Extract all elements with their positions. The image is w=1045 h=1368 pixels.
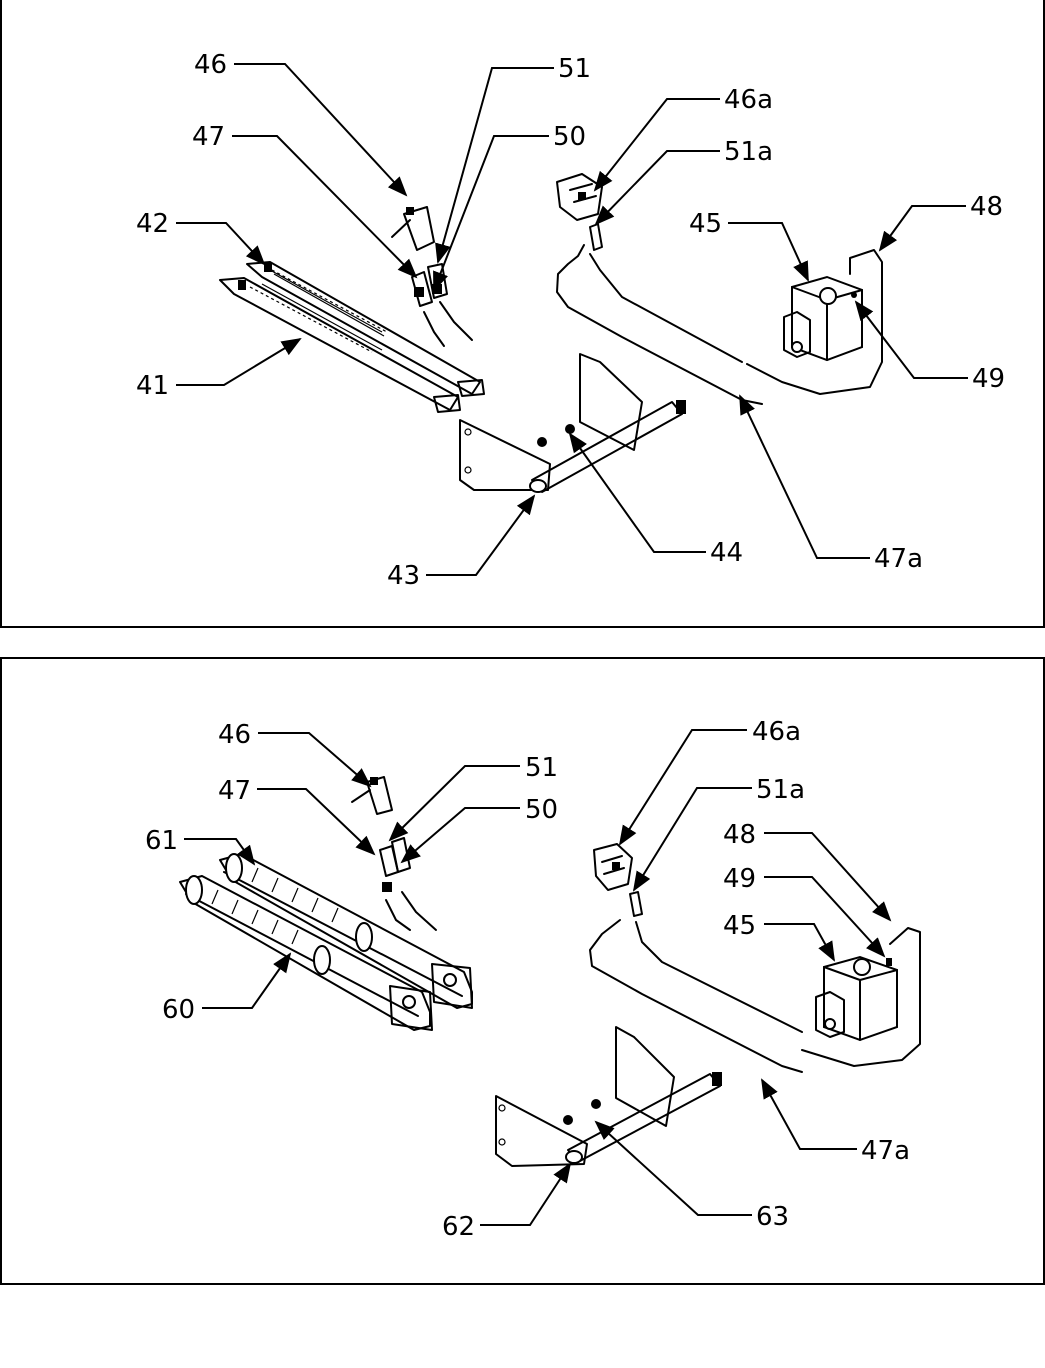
leader-lines — [184, 729, 892, 1226]
callout-51: 51 — [558, 54, 591, 84]
leader-lines — [176, 63, 968, 576]
pilot-assembly-alt — [556, 173, 763, 405]
callout-46a: 46a — [724, 85, 773, 115]
gas-valve — [801, 927, 921, 1067]
callout-49: 49 — [972, 364, 1005, 394]
callout-48: 48 — [970, 192, 1003, 222]
callout-51: 51 — [525, 753, 558, 783]
callout-51a: 51a — [756, 775, 805, 805]
callout-47: 47 — [192, 122, 225, 152]
callout-41: 41 — [136, 371, 169, 401]
bottom-parts-diagram: 46 46a 51 47 50 51a 61 48 49 45 60 47a 6… — [145, 717, 921, 1242]
callout-51a: 51a — [724, 137, 773, 167]
callout-45: 45 — [723, 911, 756, 941]
bottom-parts-diagram-panel: 46 46a 51 47 50 51a 61 48 49 45 60 47a 6… — [0, 657, 1045, 1285]
callout-63: 63 — [756, 1202, 789, 1232]
gas-manifold — [495, 1026, 722, 1167]
gas-manifold — [459, 353, 686, 493]
callout-labels: 46 46a 51 47 50 51a 61 48 49 45 60 47a 6… — [145, 717, 910, 1242]
callout-labels: 46 51 47 50 46a 51a 42 45 48 41 49 43 44… — [136, 50, 1005, 591]
callout-50: 50 — [525, 795, 558, 825]
callout-47a: 47a — [874, 544, 923, 574]
callout-47a: 47a — [861, 1136, 910, 1166]
pilot-assembly — [391, 206, 473, 347]
callout-46: 46 — [194, 50, 227, 80]
callout-43: 43 — [387, 561, 420, 591]
callout-62: 62 — [442, 1212, 475, 1242]
callout-50: 50 — [553, 122, 586, 152]
gas-valve — [746, 249, 883, 395]
callout-49: 49 — [723, 864, 756, 894]
callout-47: 47 — [218, 776, 251, 806]
callout-42: 42 — [136, 209, 169, 239]
pilot-assembly — [351, 776, 437, 931]
callout-60: 60 — [162, 995, 195, 1025]
callout-48: 48 — [723, 820, 756, 850]
top-parts-diagram-panel: 46 51 47 50 46a 51a 42 45 48 41 49 43 44… — [0, 0, 1045, 628]
pilot-assembly-alt — [589, 843, 803, 1073]
callout-45: 45 — [689, 209, 722, 239]
round-burner-assembly — [179, 853, 473, 1031]
top-parts-diagram: 46 51 47 50 46a 51a 42 45 48 41 49 43 44… — [136, 50, 1005, 591]
burner-tube-assembly — [219, 261, 485, 413]
callout-44: 44 — [710, 538, 743, 568]
callout-46: 46 — [218, 720, 251, 750]
callout-61: 61 — [145, 826, 178, 856]
callout-46a: 46a — [752, 717, 801, 747]
